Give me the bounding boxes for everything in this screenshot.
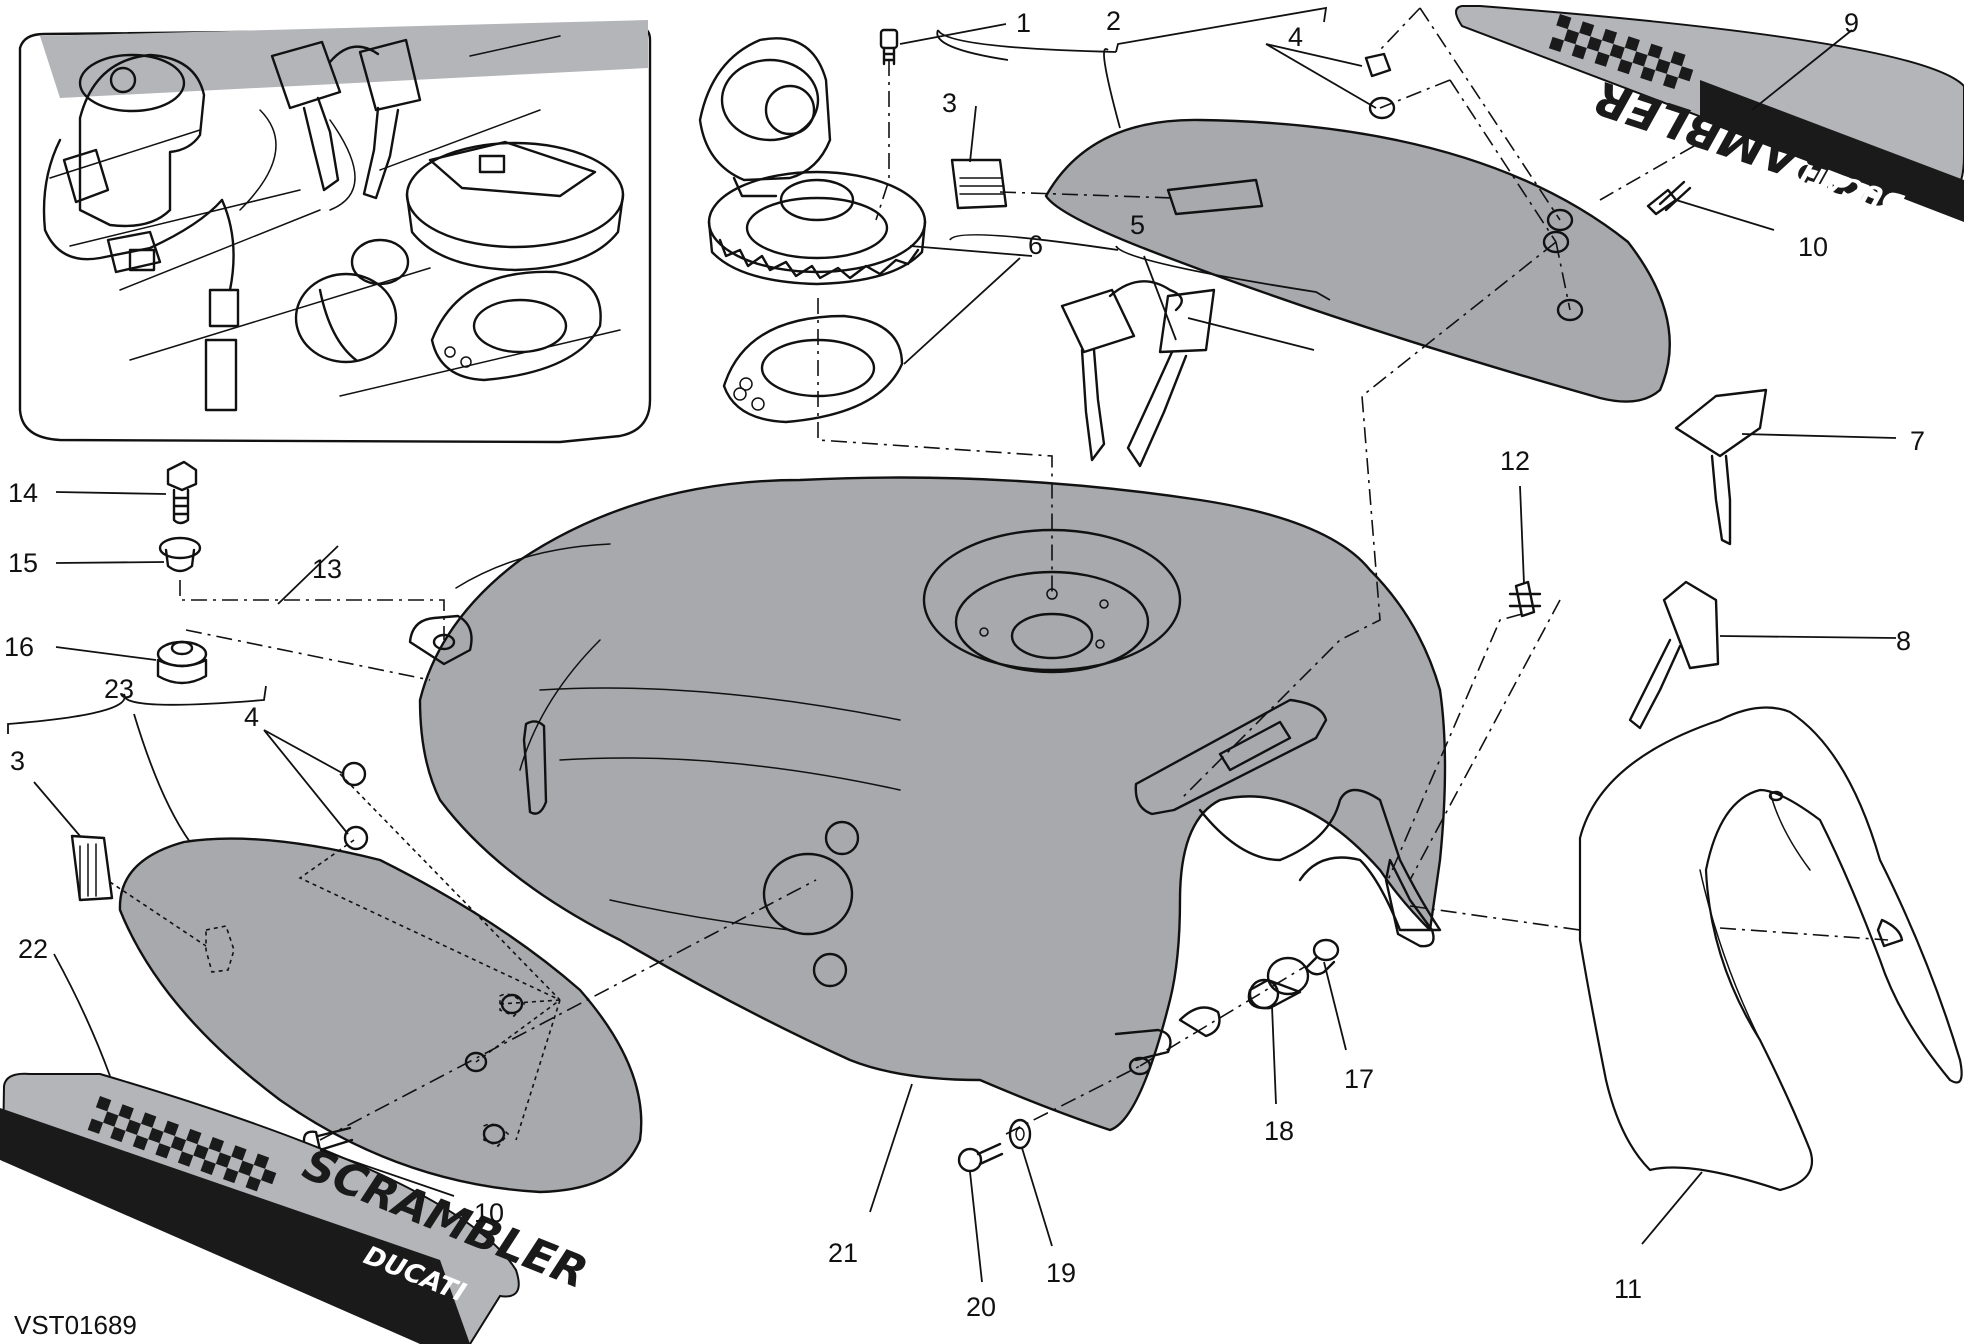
callout-23: 23: [104, 674, 134, 704]
callout-13: 13: [312, 554, 342, 584]
assembly-centerlines: [109, 7, 1889, 1141]
part-17-screw: [1304, 938, 1340, 976]
part-23-side-panel-left: [118, 837, 643, 1194]
callout-4a: 4: [1288, 22, 1303, 52]
part-2-side-panel-right: [1044, 118, 1671, 403]
callout-4b: 4: [244, 702, 259, 732]
callout-numbers: 1 2 3 4 5 6 7 8 9 10 11 12 13 14 15 16 1…: [4, 6, 1925, 1322]
drawing-code: VST01689: [14, 1310, 137, 1340]
part-1-screw: [879, 28, 899, 66]
part-5-key-set: [1060, 280, 1216, 468]
callout-6: 6: [1028, 230, 1043, 260]
part-12-clip: [1508, 580, 1542, 618]
part-10-screw-top: [1646, 180, 1692, 216]
callout-14: 14: [8, 478, 38, 508]
callout-11: 11: [1614, 1274, 1642, 1304]
callout-2: 2: [1106, 6, 1121, 36]
part-3-rubber-pad-top: [950, 158, 1008, 210]
callout-10b: 10: [474, 1198, 504, 1228]
part-7-key: [1674, 388, 1768, 546]
callout-12: 12: [1500, 446, 1530, 476]
callout-22: 22: [18, 934, 48, 964]
callout-16: 16: [4, 632, 34, 662]
part-22-decal-bottom: SCRAMBLER DUCATI: [0, 1072, 594, 1344]
part-20-screw: [957, 1142, 1004, 1173]
part-14-bolt: [166, 460, 198, 525]
part-3-rubber-pad-bottom: [70, 834, 114, 902]
part-16-rubber-grommet: [156, 640, 208, 685]
callout-1: 1: [1016, 8, 1031, 38]
callout-15: 15: [8, 548, 38, 578]
part-18-rubber-bushing: [1247, 956, 1310, 1010]
callout-3b: 3: [10, 746, 25, 776]
callout-17: 17: [1344, 1064, 1374, 1094]
part-4-bushings-top: [1364, 52, 1396, 120]
part-19-washer: [1008, 1118, 1032, 1150]
checker-pattern-bottom: [87, 1096, 277, 1192]
part-11-tank-rear-cover: [1578, 706, 1963, 1192]
fuel-cap-assembly: [698, 37, 927, 424]
callout-leaders: [7, 6, 1897, 1283]
callout-18: 18: [1264, 1116, 1294, 1146]
callout-19: 19: [1046, 1258, 1076, 1288]
callout-9: 9: [1844, 8, 1859, 38]
part-13-lock-kit-inset: [18, 20, 652, 444]
callout-7: 7: [1910, 426, 1925, 456]
part-21-fuel-tank: [408, 476, 1447, 1132]
callout-20: 20: [966, 1292, 996, 1322]
callout-10a: 10: [1798, 232, 1828, 262]
checker-pattern-top: [1548, 14, 1694, 90]
callout-3a: 3: [942, 88, 957, 118]
callout-5: 5: [1130, 210, 1145, 240]
part-4-bushings-bottom: [341, 761, 369, 851]
callout-21: 21: [828, 1238, 858, 1268]
part-15-bushing: [158, 536, 202, 573]
callout-8: 8: [1896, 626, 1911, 656]
part-8-key: [1628, 580, 1720, 730]
